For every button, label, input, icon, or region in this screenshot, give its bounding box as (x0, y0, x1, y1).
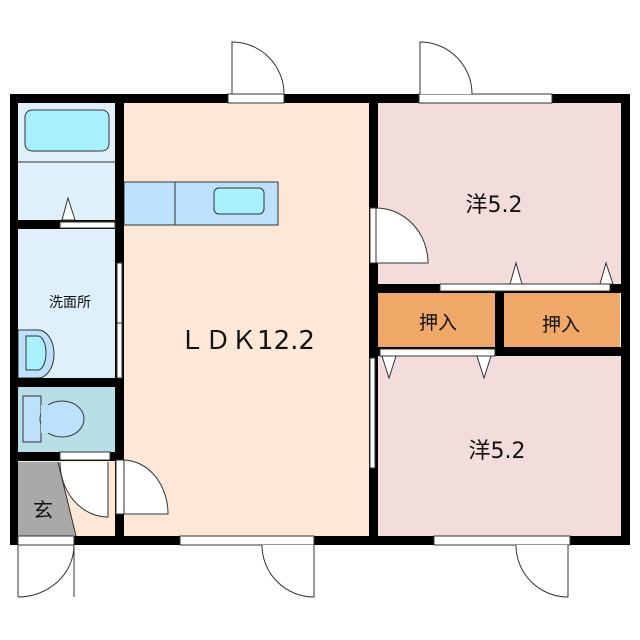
entrance-floor (18, 462, 76, 536)
entrance-label: 玄 (33, 498, 53, 522)
doors (17, 41, 614, 598)
washroom-label: 洗面所 (49, 295, 91, 311)
toilet-tank (22, 395, 42, 443)
windows (17, 93, 571, 546)
door-western-bottom (515, 544, 569, 598)
door-toilet (59, 461, 109, 518)
western-lower-label: 洋5.2 (469, 439, 526, 464)
door-ldk-top (231, 41, 285, 95)
ldk-room (120, 100, 372, 538)
closet-left (378, 293, 496, 347)
door-entrance (17, 544, 75, 598)
closet-left-label: 押入 (419, 312, 457, 334)
bathtub (24, 109, 110, 152)
western-room-lower (372, 352, 624, 538)
door-western-top (419, 41, 473, 95)
closet-right (504, 293, 620, 347)
door-ldk-bottom (261, 544, 315, 598)
kitchen-sink (213, 187, 265, 215)
door-western-upper-inner (375, 207, 429, 264)
door-ldk-entrance (123, 459, 169, 515)
ldk-label: ＬＤＫ12.2 (179, 326, 315, 356)
western-upper-label: 洋5.2 (466, 193, 523, 218)
closet-right-label: 押入 (542, 314, 580, 336)
